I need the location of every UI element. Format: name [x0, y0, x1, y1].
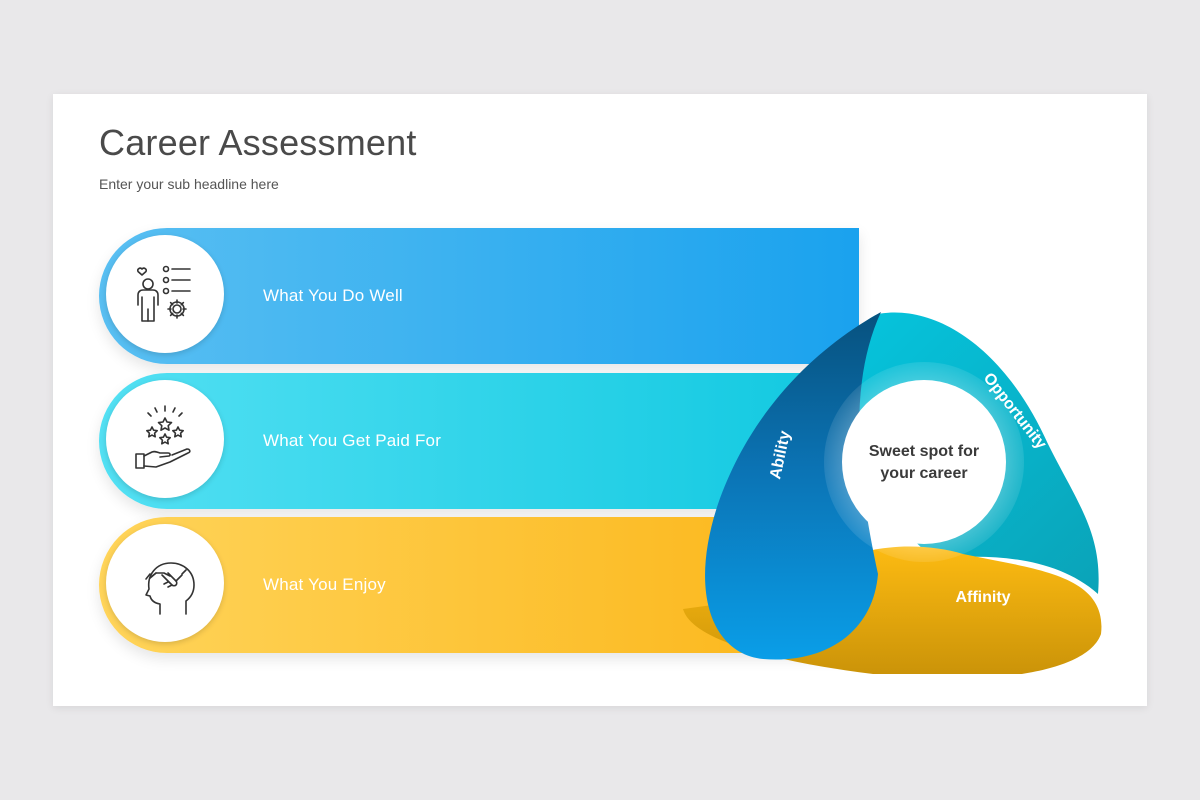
icon-circle	[106, 524, 224, 642]
center-label-line2: your career	[880, 465, 967, 482]
icon-circle	[106, 380, 224, 498]
band-label: What You Do Well	[263, 286, 403, 305]
head-handshake-icon	[145, 562, 195, 615]
hand-stars-icon	[135, 405, 191, 469]
icon-circle	[106, 235, 224, 353]
slide: Career Assessment Enter your sub headlin…	[53, 94, 1147, 706]
band-do-well: What You Do Well	[99, 228, 859, 364]
page-subtitle: Enter your sub headline here	[99, 176, 279, 192]
band-label: What You Get Paid For	[263, 431, 442, 450]
career-venn-diagram: Sweet spot for your career Opportunity A…	[683, 312, 1102, 674]
center-circle	[842, 380, 1006, 544]
person-skills-icon	[137, 265, 191, 322]
center-label-line1: Sweet spot for	[869, 443, 979, 460]
segment-label-affinity: Affinity	[955, 589, 1010, 606]
venn-segment-ability	[705, 312, 881, 660]
page-title: Career Assessment	[99, 122, 417, 163]
band-label: What You Enjoy	[263, 575, 386, 594]
